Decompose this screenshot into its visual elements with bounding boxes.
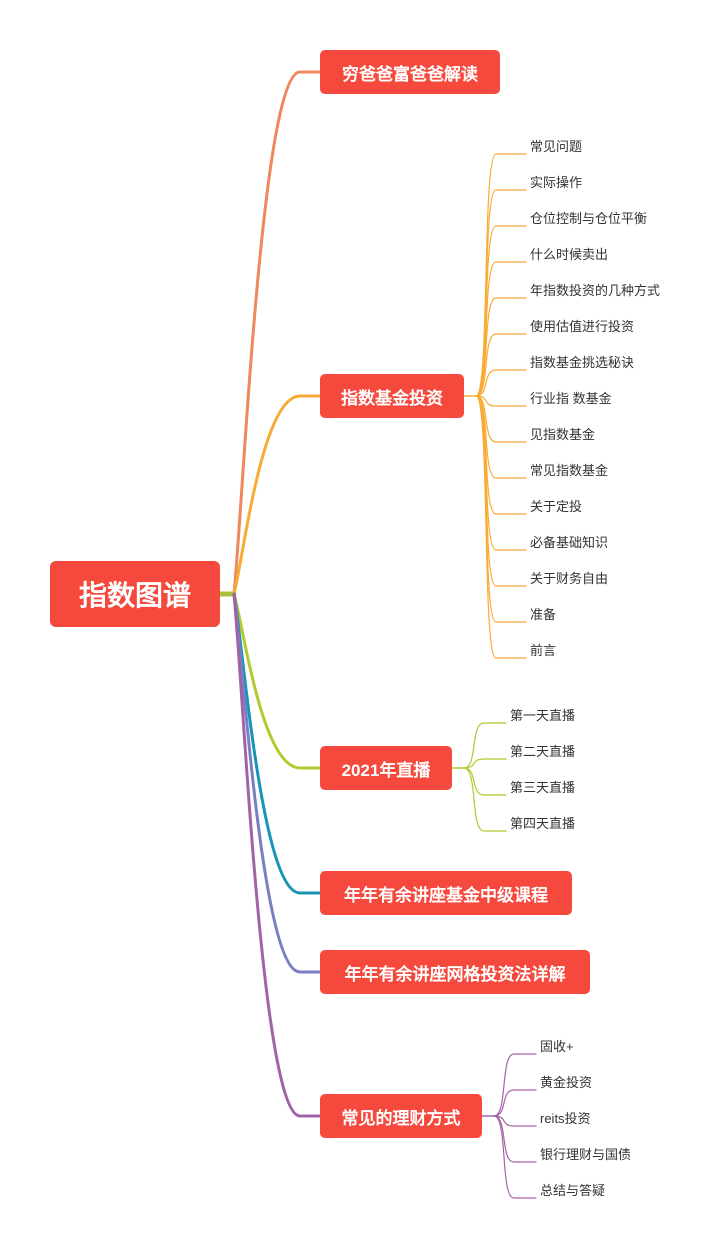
branch-link-line <box>232 592 322 770</box>
leaf-node[interactable]: 指数基金挑选秘诀 <box>530 355 635 370</box>
leaf-link-line <box>493 1053 537 1117</box>
leaf-node[interactable]: 总结与答疑 <box>540 1183 606 1198</box>
branch-node-grid-investing-lecture[interactable]: 年年有余讲座网格投资法详解 <box>320 950 590 994</box>
leaf-link-line <box>463 722 507 769</box>
leaf-node[interactable]: 第一天直播 <box>510 708 576 723</box>
leaf-node[interactable]: 第三天直播 <box>510 780 576 795</box>
leaf-node[interactable]: 第四天直播 <box>510 816 576 831</box>
leaf-node[interactable]: 前言 <box>530 643 557 658</box>
branch-link-line <box>232 70 322 596</box>
leaf-link-line <box>475 395 527 659</box>
leaf-link-line <box>493 1115 537 1163</box>
leaf-node[interactable]: 年指数投资的几种方式 <box>530 283 661 298</box>
branch-node-poor-dad-rich-dad[interactable]: 穷爸爸富爸爸解读 <box>320 50 500 94</box>
leaf-link-line <box>493 1089 537 1117</box>
leaf-node[interactable]: 实际操作 <box>530 175 583 190</box>
leaf-link-line <box>475 395 527 623</box>
branch-node-fund-intermediate-course[interactable]: 年年有余讲座基金中级课程 <box>320 871 572 915</box>
branch-node-common-wealth-management[interactable]: 常见的理财方式 <box>320 1094 482 1138</box>
branch-link-line <box>232 592 322 1118</box>
root-node[interactable]: 指数图谱 <box>50 561 220 627</box>
leaf-link-line <box>463 758 507 769</box>
leaf-node[interactable]: 必备基础知识 <box>530 535 609 550</box>
leaf-node[interactable]: 固收+ <box>540 1039 574 1054</box>
leaf-node[interactable]: 什么时候卖出 <box>530 247 609 262</box>
leaf-link-line <box>475 297 527 397</box>
leaf-link-line <box>475 395 527 407</box>
leaf-node[interactable]: 仓位控制与仓位平衡 <box>530 211 648 226</box>
leaf-node[interactable]: 银行理财与国债 <box>540 1147 632 1162</box>
leaf-node[interactable]: 常见指数基金 <box>530 463 609 478</box>
branch-link-line <box>232 394 322 596</box>
leaf-link-line <box>463 767 507 832</box>
leaf-link-line <box>463 767 507 796</box>
leaf-node[interactable]: reits投资 <box>540 1111 591 1126</box>
branch-node-index-fund-investing[interactable]: 指数基金投资 <box>320 374 464 418</box>
leaf-link-line <box>493 1115 537 1127</box>
branch-node-2021-livestream[interactable]: 2021年直播 <box>320 746 452 790</box>
leaf-node[interactable]: 准备 <box>530 607 557 622</box>
leaf-node[interactable]: 关于财务自由 <box>530 571 609 586</box>
leaf-node[interactable]: 见指数基金 <box>530 427 596 442</box>
branch-link-line <box>232 592 322 895</box>
leaf-link-line <box>493 1115 537 1199</box>
leaf-node[interactable]: 关于定投 <box>530 499 583 514</box>
leaf-node[interactable]: 第二天直播 <box>510 744 576 759</box>
leaf-node[interactable]: 行业指 数基金 <box>530 391 612 406</box>
leaf-link-line <box>475 395 527 443</box>
leaf-link-line <box>475 333 527 397</box>
leaf-link-line <box>475 395 527 587</box>
leaf-link-line <box>475 369 527 397</box>
leaf-node[interactable]: 使用估值进行投资 <box>530 319 635 334</box>
leaf-node[interactable]: 常见问题 <box>530 139 583 154</box>
leaf-link-line <box>475 395 527 551</box>
leaf-link-line <box>475 261 527 397</box>
leaf-node[interactable]: 黄金投资 <box>540 1075 593 1090</box>
